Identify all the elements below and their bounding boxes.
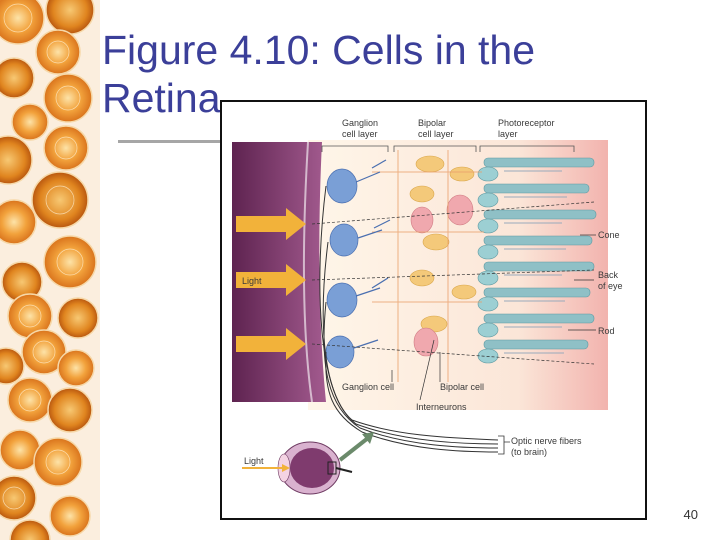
optic-nerve-fibers [319, 185, 499, 453]
ganglion-layer-label-2: cell layer [342, 129, 378, 139]
optic-nerve-label: Optic nerve fibers [511, 436, 582, 446]
optic-nerve-label-2: (to brain) [511, 447, 547, 457]
photoreceptor-layer-label-2: layer [498, 129, 518, 139]
orange-slices-decoration [0, 0, 100, 540]
layer-brackets [321, 145, 575, 152]
slide-title-line1: Figure 4.10: Cells in the [102, 27, 536, 73]
ganglion-layer-label: Ganglion [342, 118, 378, 128]
slide-title: Figure 4.10: Cells in the Retina [102, 26, 582, 122]
ganglion-cell-label: Ganglion cell [342, 382, 394, 392]
page-number: 40 [683, 507, 698, 522]
retina-figure: Ganglion cell layer Bipolar cell layer P… [220, 100, 647, 520]
retina-diagram: Ganglion cell layer Bipolar cell layer P… [232, 118, 623, 495]
photoreceptors [477, 157, 597, 364]
title-underline [118, 140, 228, 143]
bipolar-layer-label: Bipolar [418, 118, 446, 128]
cone-label: Cone [598, 230, 620, 240]
eye-inset [242, 432, 374, 495]
back-of-eye-label-2: of eye [598, 281, 623, 291]
bipolar-layer-label-2: cell layer [418, 129, 454, 139]
light-label: Light [242, 276, 262, 286]
interneurons-label: Interneurons [416, 402, 467, 412]
slide-title-line2: Retina [102, 75, 221, 121]
rod-label: Rod [598, 326, 615, 336]
bipolar-cell-label: Bipolar cell [440, 382, 484, 392]
orange-slices-image [0, 0, 100, 540]
light-path-lines [311, 201, 595, 365]
callout-lines [391, 234, 596, 401]
back-of-eye-label: Back [598, 270, 619, 280]
light-arrows [236, 208, 306, 360]
photoreceptor-layer-label: Photoreceptor [498, 118, 555, 128]
eye-light-label: Light [244, 456, 264, 466]
optic-nerve-bracket [498, 435, 510, 455]
